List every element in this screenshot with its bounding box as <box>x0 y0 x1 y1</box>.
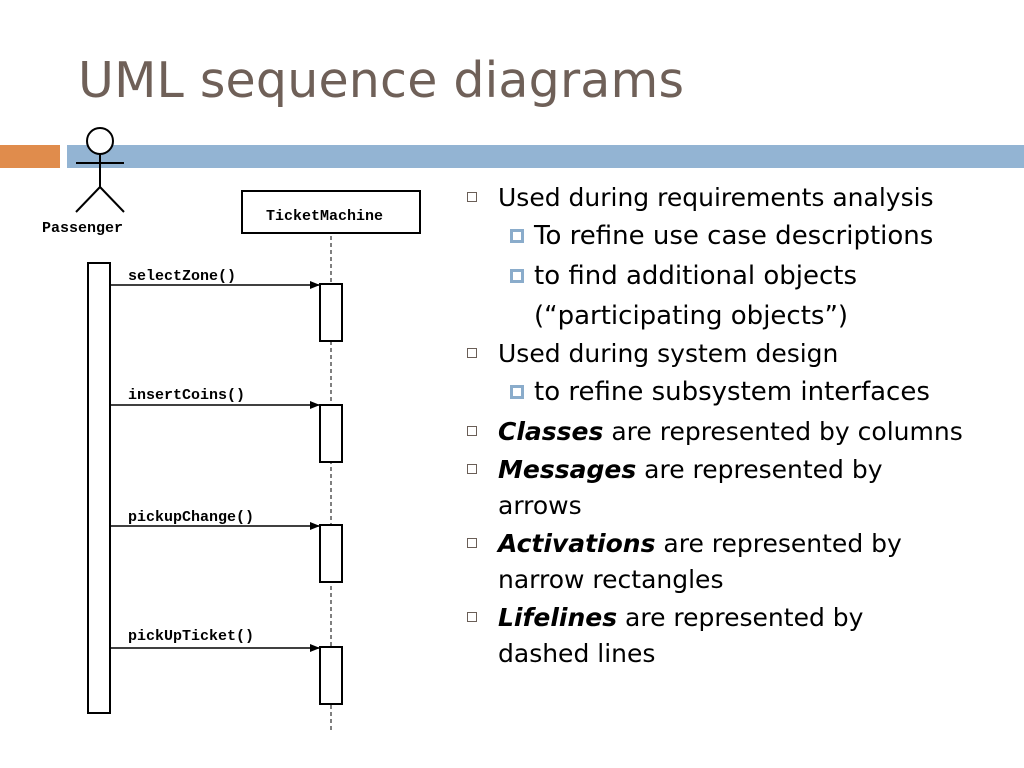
activation-1 <box>319 283 343 342</box>
actor-icon <box>75 127 125 213</box>
bullet-emphasis: Activations <box>498 529 656 558</box>
activation-3 <box>319 524 343 583</box>
bullet-text: are represented by <box>617 603 864 632</box>
sub-bullet-square-icon <box>510 385 524 399</box>
bullet-box-icon <box>467 348 477 358</box>
bullet-text-continued: arrows <box>498 491 582 520</box>
sub-bullet-square-icon <box>510 229 524 243</box>
message-label: pickUpTicket() <box>128 628 255 645</box>
sub-bullet-text-continued: (“participating objects”) <box>534 301 849 331</box>
bullet-text: are represented by <box>636 455 883 484</box>
bullet-item: Classes are represented by columns <box>462 414 1022 450</box>
message-label: insertCoins() <box>128 387 246 404</box>
bullet-item: Used during system design <box>462 336 1022 372</box>
sequence-diagram-graphics <box>75 127 343 732</box>
passenger-activation <box>87 262 111 714</box>
sub-bullet-text: To refine use case descriptions <box>534 221 934 251</box>
bullet-emphasis: Lifelines <box>498 603 618 632</box>
bullet-text-continued: dashed lines <box>498 639 656 668</box>
bullet-box-icon <box>467 612 477 622</box>
sequence-diagram: Passenger TicketMachine selectZone() ins… <box>0 0 460 768</box>
activation-2 <box>319 404 343 463</box>
bullet-item: Messages are represented by arrows <box>462 452 1022 524</box>
bullet-item: Activations are represented by narrow re… <box>462 526 1022 598</box>
accent-bar-blue <box>67 145 1024 168</box>
sub-bullet-item: to find additional objects (“participati… <box>462 256 1022 336</box>
actor-label: Passenger <box>42 220 124 237</box>
bullet-text: are represented by columns <box>603 417 963 446</box>
bullet-text-continued: narrow rectangles <box>498 565 724 594</box>
sub-bullet-text: to find additional objects <box>534 261 858 291</box>
object-label: TicketMachine <box>266 208 384 225</box>
sub-bullet-text: to refine subsystem interfaces <box>534 377 930 407</box>
object-box <box>241 190 421 234</box>
slide-title: UML sequence diagrams <box>78 52 685 109</box>
bullet-emphasis: Classes <box>498 417 604 446</box>
bullet-item: Used during requirements analysis <box>462 180 1022 216</box>
bullet-emphasis: Messages <box>498 455 637 484</box>
accent-bar-orange <box>0 145 60 168</box>
bullet-item: Lifelines are represented by dashed line… <box>462 600 1022 672</box>
bullet-box-icon <box>467 464 477 474</box>
sub-bullet-item: To refine use case descriptions <box>462 216 1022 256</box>
bullet-text: Used during requirements analysis <box>498 183 934 212</box>
message-label: selectZone() <box>128 268 237 285</box>
bullet-box-icon <box>467 538 477 548</box>
activation-4 <box>319 646 343 705</box>
sub-bullet-item: to refine subsystem interfaces <box>462 372 1022 412</box>
message-label: pickupChange() <box>128 509 255 526</box>
sub-bullet-square-icon <box>510 269 524 283</box>
bullet-box-icon <box>467 426 477 436</box>
bullet-box-icon <box>467 192 477 202</box>
bullet-list: Used during requirements analysis To ref… <box>462 180 1022 672</box>
bullet-text: Used during system design <box>498 339 839 368</box>
bullet-text: are represented by <box>655 529 902 558</box>
